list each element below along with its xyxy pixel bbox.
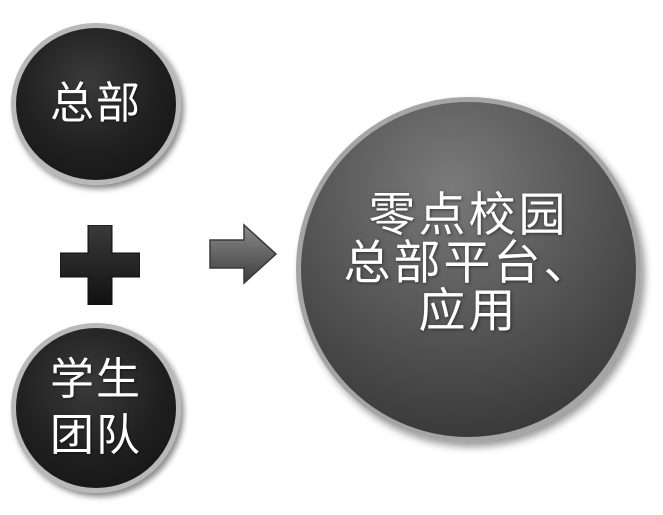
node-headquarters: 总部 — [11, 23, 181, 185]
node-result-platform: 零点校园 总部平台、 应用 — [296, 97, 641, 442]
arrow-right-icon — [209, 223, 278, 285]
node-result-label-line-3: 应用 — [418, 283, 519, 339]
node-result-label-line-1: 零点校园 — [368, 187, 569, 243]
node-headquarters-label: 总部 — [50, 78, 142, 129]
node-student-team: 学生 团队 — [11, 323, 181, 493]
node-student-team-label-line-2: 团队 — [50, 410, 142, 461]
node-student-team-label-line-1: 学生 — [50, 354, 142, 405]
plus-icon — [60, 225, 140, 305]
node-result-label-line-2: 总部平台、 — [343, 235, 594, 291]
